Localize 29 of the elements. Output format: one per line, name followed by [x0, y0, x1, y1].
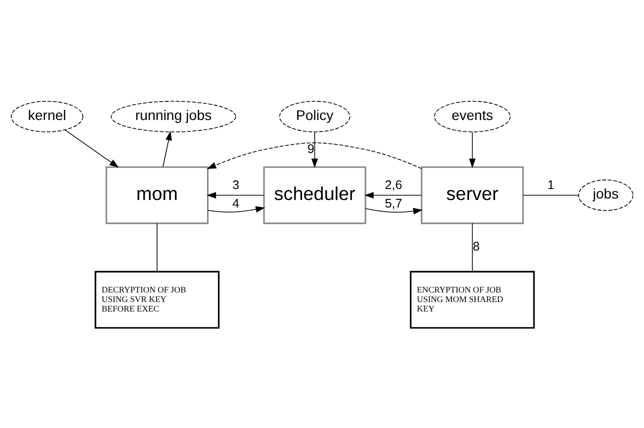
arrow: [162, 130, 172, 167]
connector: [156, 222, 158, 272]
arrow: [206, 191, 264, 198]
connector: [472, 222, 473, 272]
arrow: [364, 191, 422, 198]
edge-label: 9: [307, 141, 314, 156]
edge-label: 1: [547, 177, 554, 192]
node-box: DECRYPTION OF JOB USING SVR KEY BEFORE EXEC: [94, 270, 220, 328]
arrow: [365, 207, 423, 214]
edge-label: 8: [472, 238, 480, 253]
node-ellipse: kernel: [10, 100, 84, 132]
node-ellipse: events: [434, 100, 511, 132]
node-ellipse: Policy: [279, 100, 350, 132]
edge-label: 5,7: [384, 196, 402, 210]
node-box: ENCRYPTION OF JOB USING MOM SHARED KEY: [410, 270, 535, 328]
node-ellipse: running jobs: [110, 100, 236, 132]
node-box: scheduler: [263, 166, 366, 224]
arrow: [207, 206, 266, 212]
node-box: server: [420, 166, 524, 224]
node-ellipse: jobs: [578, 179, 634, 210]
arrow: [206, 142, 422, 169]
arrow: [311, 131, 318, 168]
arrow: [469, 131, 476, 168]
connector: [522, 194, 579, 196]
edge-label: 3: [232, 177, 240, 192]
edge-label: 2,6: [384, 177, 402, 192]
arrow: [64, 129, 119, 168]
edge-label: 4: [232, 196, 240, 210]
node-box: mom: [106, 166, 209, 224]
